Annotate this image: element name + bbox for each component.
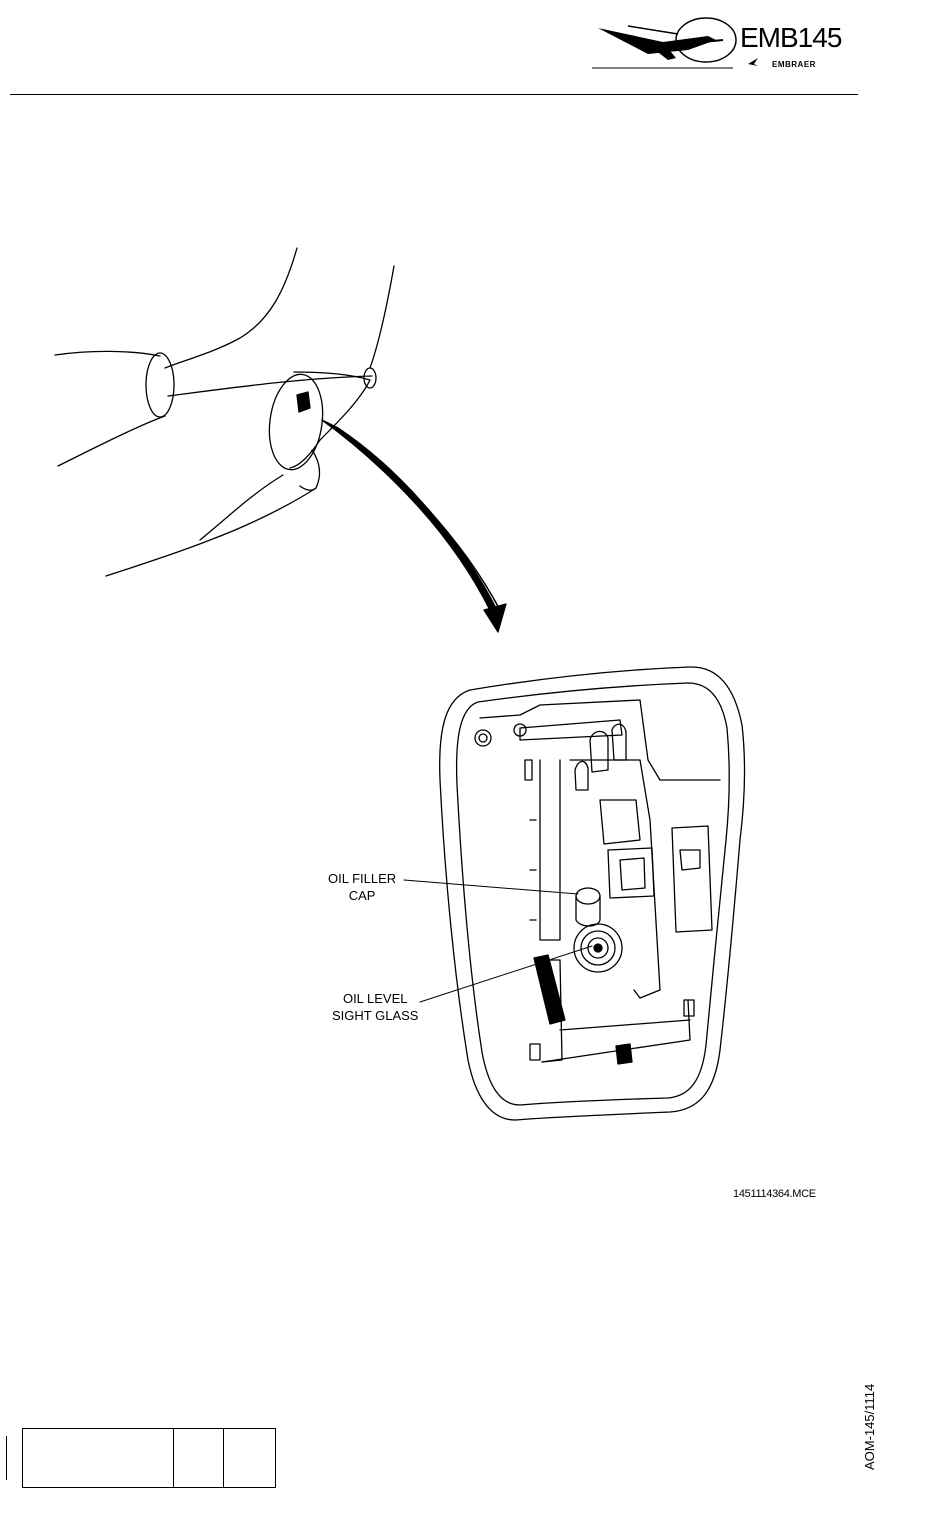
filler-cap-leader-line bbox=[404, 880, 578, 894]
oil-filler-cap-label: OIL FILLER CAP bbox=[328, 870, 396, 904]
figure-id: 1451114364.MCE bbox=[733, 1188, 816, 1200]
callout-line: SIGHT GLASS bbox=[332, 1007, 418, 1024]
table-divider bbox=[223, 1429, 224, 1487]
callout-line: CAP bbox=[328, 887, 396, 904]
document-id: AOM-145/1114 bbox=[862, 1384, 877, 1470]
sight-glass-leader-line bbox=[420, 946, 592, 1002]
oil-access-panel-detail bbox=[440, 667, 745, 1120]
oil-level-sight-glass-label: OIL LEVEL SIGHT GLASS bbox=[332, 990, 418, 1024]
revision-bar bbox=[6, 1436, 7, 1480]
callout-line: OIL LEVEL bbox=[332, 990, 418, 1007]
callout-line: OIL FILLER bbox=[328, 870, 396, 887]
detail-arrow-icon bbox=[322, 420, 506, 632]
revision-table bbox=[22, 1428, 276, 1488]
table-divider bbox=[173, 1429, 174, 1487]
engine-nacelle-drawing bbox=[55, 248, 394, 576]
